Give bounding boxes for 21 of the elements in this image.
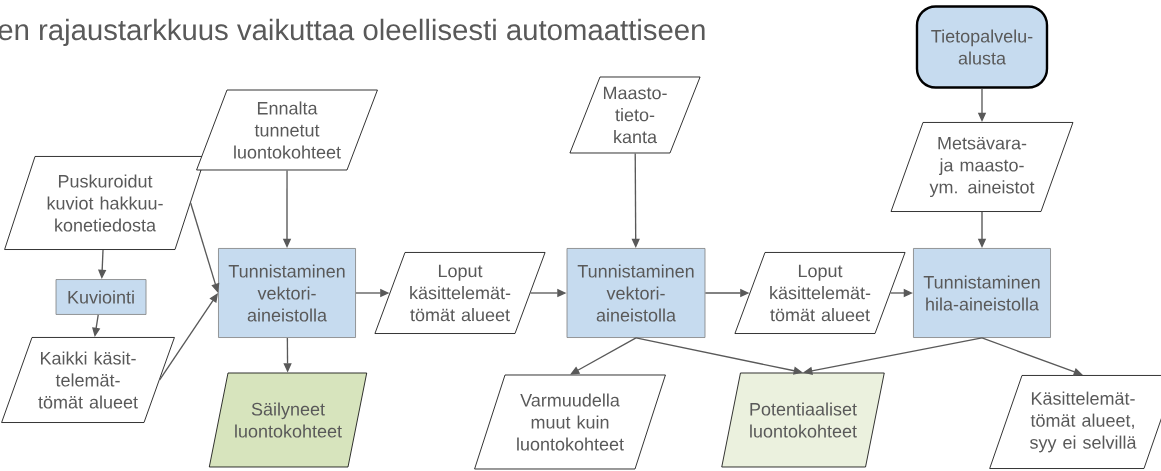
data-parallelogram: Potentiaaliset luontokohteet (721, 372, 885, 468)
data-parallelogram: Varmuudella muut kuin luontokohteet (474, 374, 666, 470)
data-parallelogram: Loput käsittelemät- tömät alueet (734, 252, 906, 334)
process-box: Tunnistaminen vektori- aineistolla (218, 248, 356, 338)
data-parallelogram: Käsittelemät- tömät alueet, syy ei selvillä (989, 375, 1161, 469)
data-parallelogram: Säilyneet luontokohteet (208, 372, 368, 468)
arrow (981, 337, 1083, 376)
data-parallelogram: Ennalta tunnetut luontokohteet (196, 89, 378, 171)
arrow (570, 337, 637, 375)
data-parallelogram: Puskuroidut kuviot hakkuu- konetiedosta (4, 156, 206, 250)
data-parallelogram: Maasto- tieto- kanta (569, 76, 701, 154)
data-parallelogram: Metsävara- ja maasto- ym. aineistot (890, 122, 1074, 212)
data-parallelogram: Kaikki käsit- telemät- tömät alueet (1, 337, 175, 423)
arrow (190, 202, 220, 293)
arrow (92, 314, 101, 337)
arrow (631, 152, 640, 248)
process-box: Tunnistaminen vektori- aineistolla (566, 248, 706, 338)
process-box: Tunnistaminen hila-aineistolla (913, 248, 1051, 338)
terminal-box: Tietopalvelu- alusta (915, 5, 1049, 89)
process-box: Kuviointi (55, 279, 147, 315)
data-parallelogram: Loput käsittelemät- tömät alueet (374, 252, 546, 334)
